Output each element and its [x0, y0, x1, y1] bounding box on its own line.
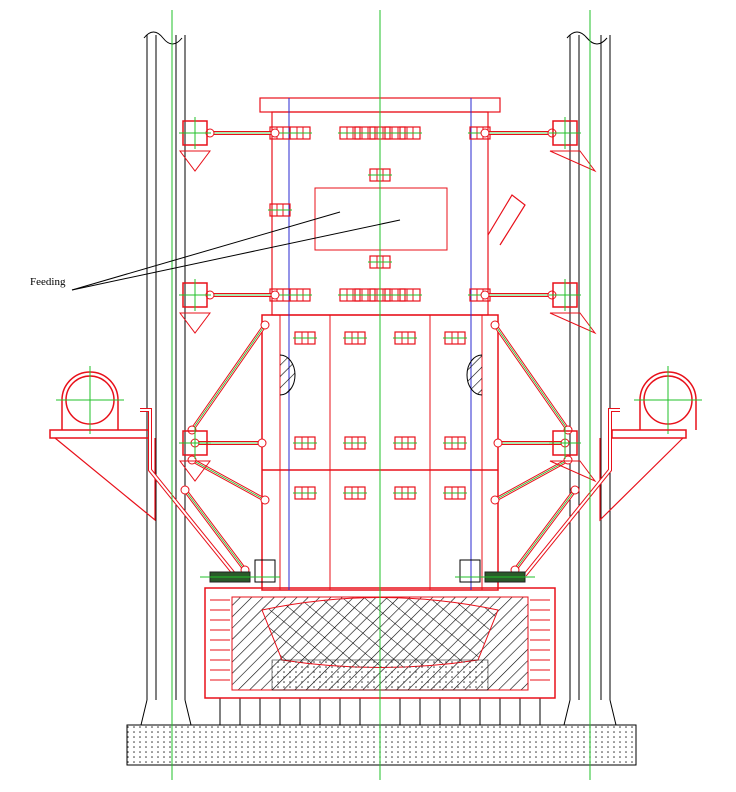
foundation-brick — [399, 697, 421, 726]
pipe-platform — [49, 429, 151, 439]
pin — [257, 438, 267, 448]
pin — [187, 455, 197, 465]
pin — [480, 290, 490, 300]
rod-axis — [514, 489, 576, 571]
pin — [563, 455, 573, 465]
pin — [260, 495, 270, 505]
clamp-bolt — [293, 486, 317, 500]
pin — [490, 320, 500, 330]
tie-rod — [490, 320, 573, 435]
pin — [270, 290, 280, 300]
column-break-mark — [566, 31, 608, 45]
bracket-gusset — [179, 150, 211, 172]
bracket-gusset — [549, 150, 597, 173]
column-break-mark — [143, 31, 183, 45]
bracket-gusset — [549, 460, 597, 483]
clamp-bolt — [443, 331, 467, 345]
pin — [270, 128, 280, 138]
bracket-gusset — [179, 460, 211, 482]
column-footing — [140, 699, 192, 726]
foundation-brick — [279, 697, 301, 726]
column-bracket — [179, 279, 211, 334]
feeding-opening — [314, 187, 448, 251]
pin — [260, 320, 270, 330]
feeding-leader — [71, 211, 341, 291]
foundation-brick — [359, 697, 381, 726]
platform-support — [54, 437, 156, 522]
rod-axis — [184, 489, 246, 571]
feeding-leader — [71, 219, 401, 291]
right-port — [466, 354, 483, 396]
insulator — [254, 559, 276, 583]
feeding-label: Feeding — [30, 276, 66, 288]
bracket-gusset — [549, 312, 597, 335]
column-bracket — [549, 427, 597, 483]
bracket-gusset — [179, 312, 211, 334]
foundation-brick — [379, 697, 401, 726]
column-bracket — [179, 427, 211, 482]
clamp-bolt — [268, 203, 292, 217]
rod-axis — [191, 459, 266, 501]
foundation-brick — [339, 697, 361, 726]
foundation-brick — [319, 697, 341, 726]
pin — [490, 495, 500, 505]
clamp-bolt — [293, 331, 317, 345]
foundation-brick — [239, 697, 261, 726]
tie-rod — [187, 455, 270, 505]
foundation-brick — [519, 697, 541, 726]
column-bracket — [179, 117, 211, 172]
clamp-bolt — [293, 436, 317, 450]
left-port — [279, 354, 296, 396]
foundation-brick — [459, 697, 481, 726]
tie-rod — [187, 320, 270, 435]
clamp-bolt — [393, 486, 417, 500]
foundation-brick — [259, 697, 281, 726]
foundation-brick — [439, 697, 461, 726]
rod-axis — [494, 459, 569, 501]
pin — [570, 485, 580, 495]
pin — [563, 425, 573, 435]
foundation-brick — [479, 697, 501, 726]
clamp-bolt — [393, 436, 417, 450]
tie-rod — [480, 128, 557, 138]
clamp-bolt — [343, 331, 367, 345]
clamp-bolt — [398, 288, 422, 302]
foundation-brick — [419, 697, 441, 726]
clamp-bolt — [343, 436, 367, 450]
tie-rod — [205, 128, 280, 138]
rod-axis — [494, 324, 569, 431]
rod-axis — [191, 324, 266, 431]
insulator — [459, 559, 481, 583]
clamp-bolt — [443, 486, 467, 500]
column-bracket — [549, 279, 597, 335]
tie-rod — [180, 485, 250, 575]
feed-pipe-inner — [140, 409, 236, 576]
clamp-bolt — [343, 486, 367, 500]
feed-chute — [487, 194, 526, 246]
clamp-bolt — [393, 331, 417, 345]
foundation-brick — [299, 697, 321, 726]
platform-support — [599, 437, 684, 522]
pin — [493, 438, 503, 448]
pipe-platform — [611, 429, 687, 439]
column-bracket — [549, 117, 597, 173]
clamp-bolt — [288, 126, 312, 140]
foundation-slab — [126, 724, 637, 766]
tie-rod — [510, 485, 580, 575]
feed-pipe-inner — [524, 409, 620, 576]
clamp-bolt — [288, 288, 312, 302]
pin — [480, 128, 490, 138]
tie-rod — [205, 290, 280, 300]
clamp-bolt — [443, 436, 467, 450]
tie-rod — [480, 290, 557, 300]
foundation-brick — [219, 697, 241, 726]
clamp-bolt — [398, 126, 422, 140]
pin — [187, 425, 197, 435]
pin — [180, 485, 190, 495]
tie-rod — [490, 455, 573, 505]
foundation-brick — [499, 697, 521, 726]
